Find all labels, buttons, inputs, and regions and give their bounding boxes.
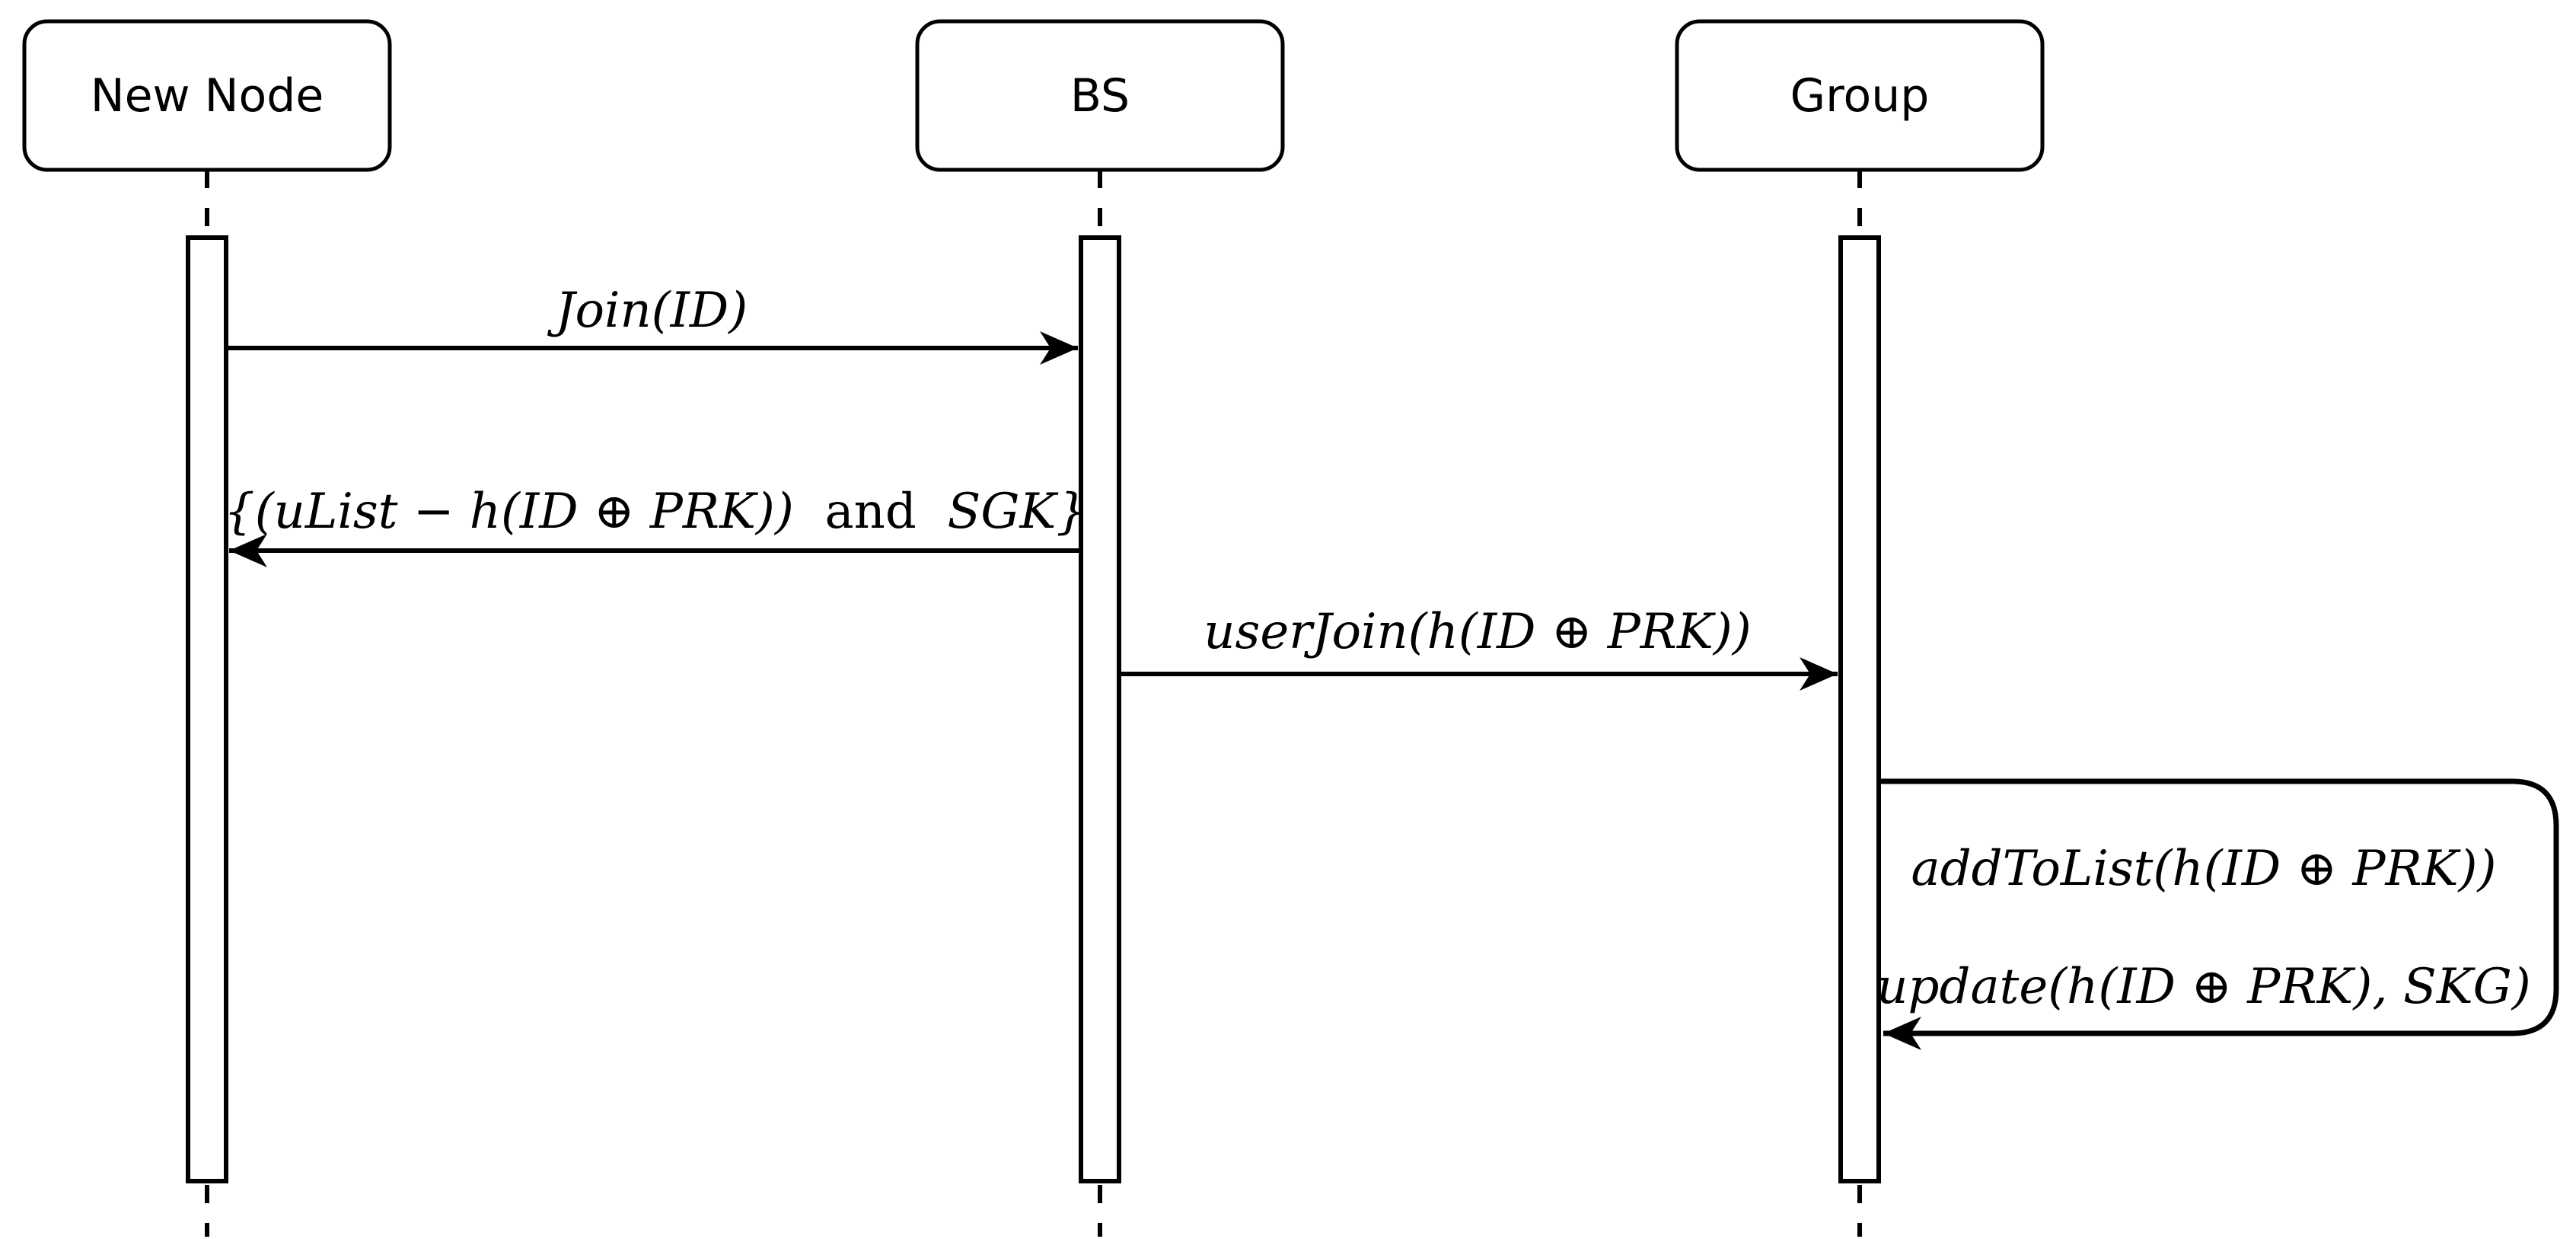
participant-label-new-node: New Node: [91, 69, 324, 123]
self-message-label-addtolist: addToList(h(ID ⊕ PRK)): [1911, 841, 2497, 897]
message-label-ulist-sgk-math: {(uList − h(ID ⊕ PRK)): [224, 484, 794, 540]
message-label-ulist-sgk-tail: SGK}: [948, 484, 1088, 540]
message-join: Join(ID): [226, 283, 1078, 365]
participant-label-group: Group: [1790, 69, 1930, 123]
activation-bar-bs: [1079, 235, 1121, 1183]
message-self-group: addToList(h(ID ⊕ PRK)) update(h(ID ⊕ PRK…: [1876, 778, 2559, 1050]
message-label-userjoin: userJoin(h(ID ⊕ PRK)): [1204, 604, 1751, 660]
self-message-label-update: update(h(ID ⊕ PRK), SKG): [1876, 959, 2530, 1015]
message-userjoin: userJoin(h(ID ⊕ PRK)): [1119, 604, 1838, 691]
message-ulist-sgk: {(uList − h(ID ⊕ PRK)) and SGK}: [224, 484, 1087, 567]
participant-label-bs: BS: [1070, 69, 1130, 123]
message-label-ulist-sgk-and: and: [794, 484, 948, 540]
participant-new-node: New Node: [22, 19, 392, 1237]
activation-bar-group: [1838, 235, 1881, 1183]
message-label-ulist-sgk: {(uList − h(ID ⊕ PRK)) and SGK}: [224, 484, 1087, 540]
participant-bs: BS: [915, 19, 1285, 1237]
participant-group: Group: [1675, 19, 2045, 1237]
message-label-join: Join(ID): [547, 283, 748, 339]
self-message-loop: [1879, 778, 2559, 1050]
activation-bar-new-node: [186, 235, 228, 1183]
